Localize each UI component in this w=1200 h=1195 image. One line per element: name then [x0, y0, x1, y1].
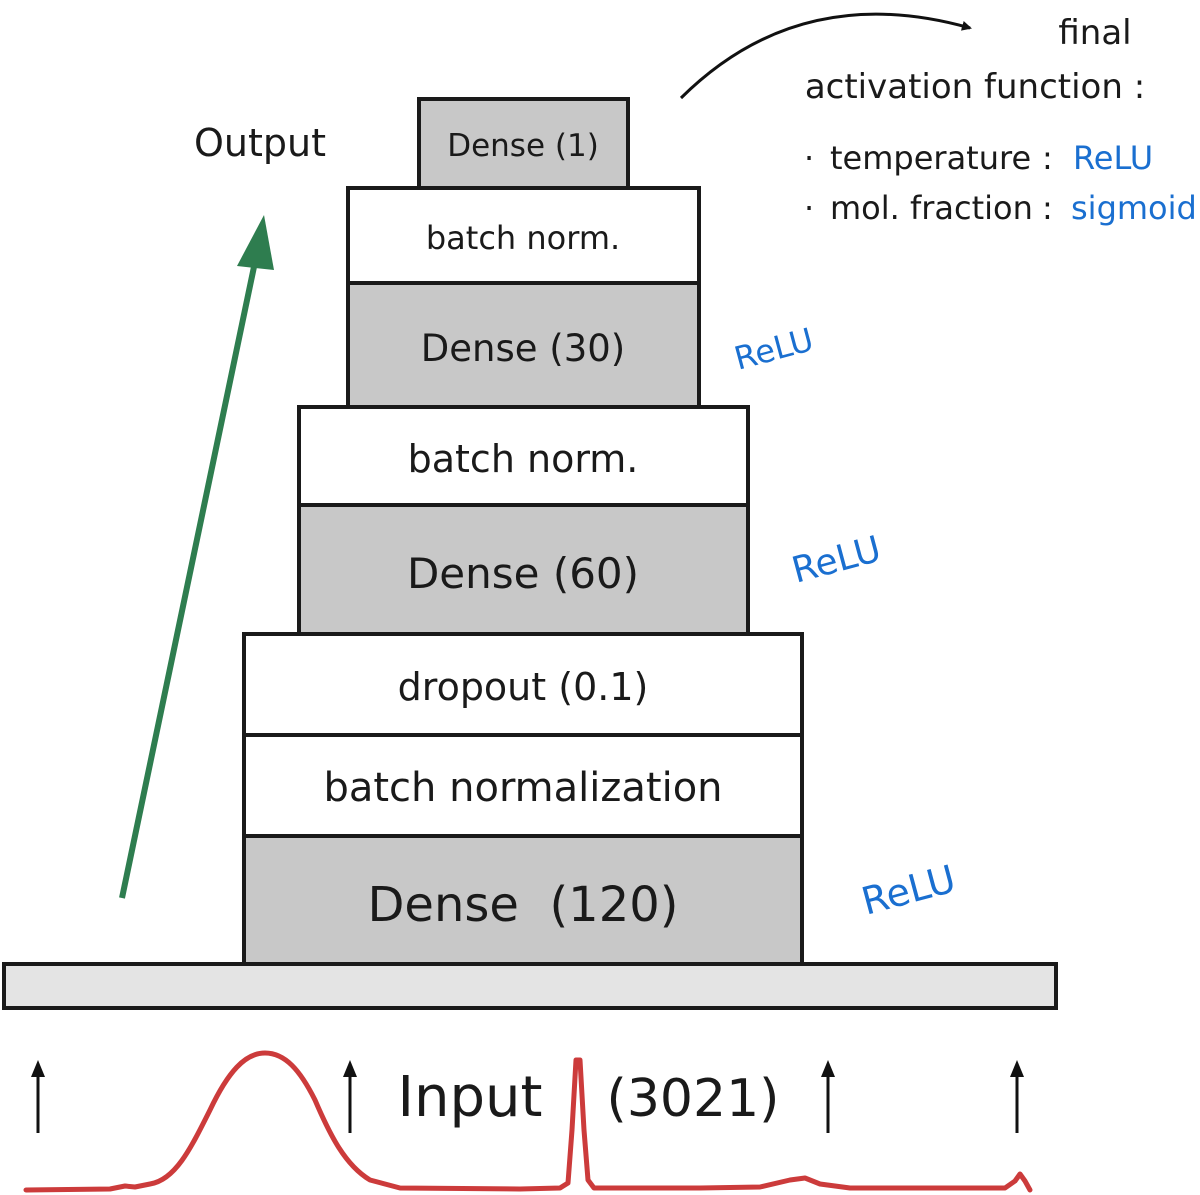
layer-batch-norm-top: batch norm. — [346, 186, 701, 285]
item-mol-fraction-name: mol. fraction — [830, 189, 1033, 227]
layer-dropout: dropout (0.1) — [242, 632, 804, 737]
layer-dense-1-label: Dense (1) — [447, 128, 599, 164]
final-activation-title-line2: activation function : — [805, 67, 1145, 107]
final-activation-arrow-icon — [679, 12, 972, 100]
item-mol-fraction-colon: : — [1042, 189, 1053, 227]
layer-dense-120: Dense (120) — [242, 834, 804, 966]
output-arrow-icon — [119, 215, 274, 899]
input-arrow-icon — [31, 1060, 45, 1133]
bullet-mol-fraction: · — [804, 189, 814, 227]
output-label: Output — [194, 121, 326, 165]
input-count: (3021) — [607, 1069, 780, 1129]
layer-batch-norm-middle: batch norm. — [297, 405, 750, 507]
item-temperature-name: temperature — [830, 139, 1031, 177]
relu-label-dense-120: ReLU — [857, 857, 960, 924]
layer-dense-60-label: Dense (60) — [407, 549, 639, 598]
layer-batch-norm-middle-label: batch norm. — [408, 437, 639, 481]
input-label: Input — [397, 1065, 542, 1130]
relu-label-dense-60: ReLU — [788, 529, 886, 592]
input-spectrum-curve — [23, 1050, 1033, 1193]
layer-dense-30-label: Dense (30) — [421, 327, 625, 370]
item-temperature-activation: ReLU — [1073, 139, 1153, 177]
layer-dense-1: Dense (1) — [417, 97, 630, 190]
layer-batch-normalization-label: batch normalization — [323, 765, 722, 811]
layer-dropout-label: dropout (0.1) — [398, 665, 649, 709]
final-activation-title-line1: final — [1058, 13, 1131, 53]
layer-dense-120-label: Dense (120) — [367, 877, 678, 933]
item-mol-fraction-activation: sigmoid — [1071, 189, 1197, 227]
input-arrow-icon — [343, 1060, 357, 1133]
input-arrow-icon — [821, 1060, 835, 1133]
input-base-bar — [2, 962, 1058, 1010]
layer-batch-normalization: batch normalization — [242, 733, 804, 838]
final-activation-note: final activation function : · temperatur… — [804, 13, 1197, 227]
relu-label-dense-30: ReLU — [730, 320, 817, 377]
layer-dense-60: Dense (60) — [297, 503, 750, 636]
bullet-temperature: · — [804, 139, 814, 177]
input-arrows — [31, 1060, 1024, 1133]
input-arrow-icon — [1010, 1060, 1024, 1133]
layer-dense-30: Dense (30) — [346, 281, 701, 409]
layer-batch-norm-top-label: batch norm. — [426, 219, 620, 257]
item-temperature-colon: : — [1042, 139, 1053, 177]
